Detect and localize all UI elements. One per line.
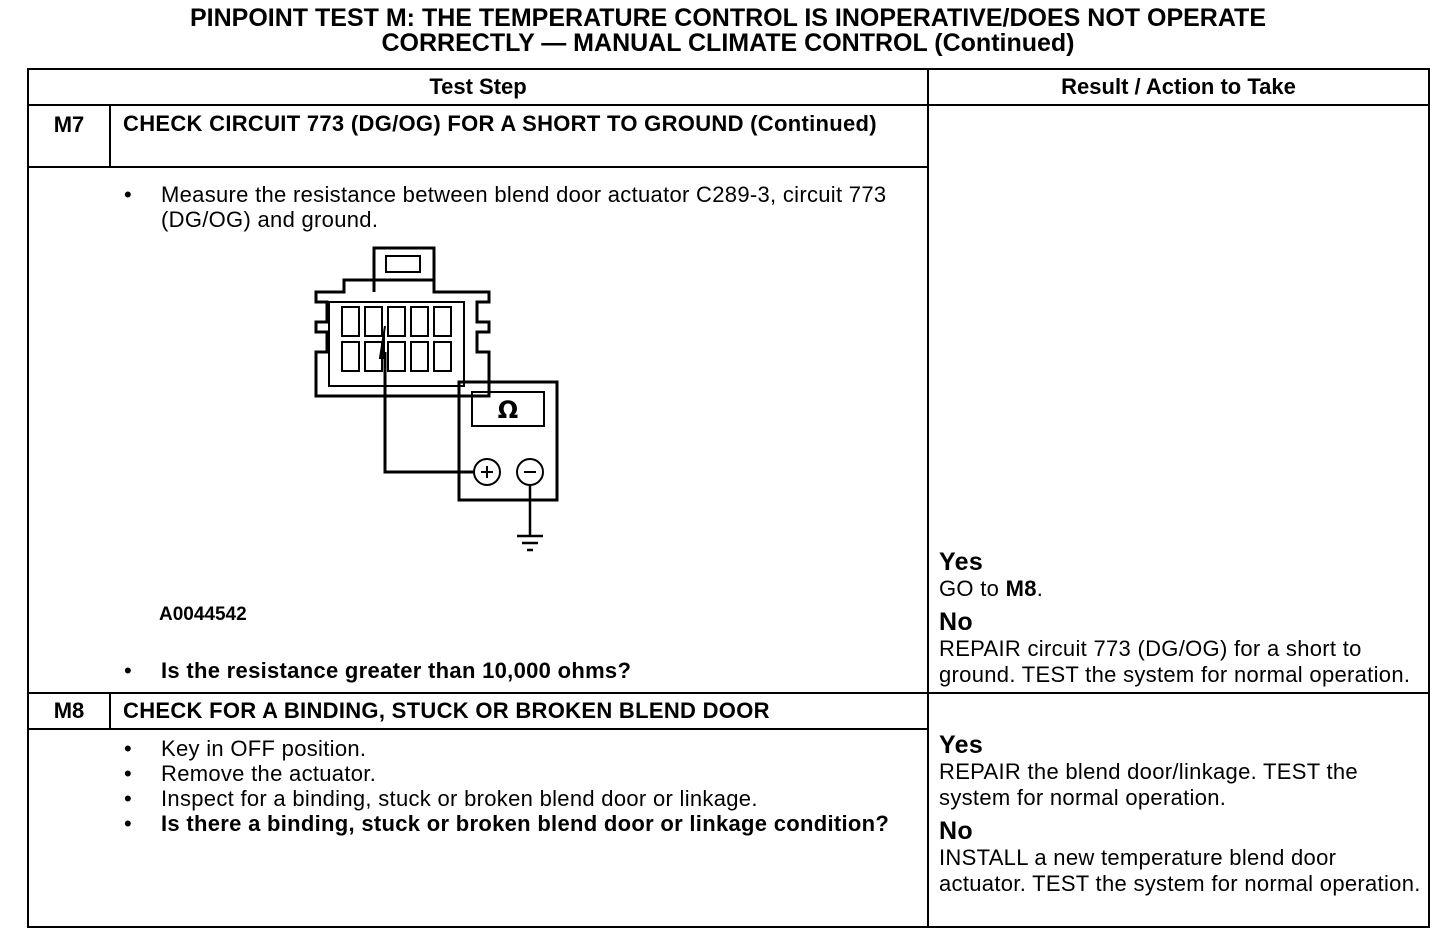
step-id-m8: M8 <box>27 692 111 730</box>
list-item: • Measure the resistance between blend do… <box>29 182 927 232</box>
title-line-1: PINPOINT TEST M: THE TEMPERATURE CONTROL… <box>190 4 1266 32</box>
yes-pre: GO to <box>939 576 1006 601</box>
list-item: • Remove the actuator. <box>29 761 927 786</box>
list-item: • Inspect for a binding, stuck or broken … <box>29 786 927 811</box>
result-no-text: REPAIR circuit 773 (DG/OG) for a short t… <box>939 636 1411 687</box>
step-text: Remove the actuator. <box>161 761 377 786</box>
step-list-m7: • Measure the resistance between blend do… <box>29 182 927 232</box>
connector-meter-figure: Ω A0044542 <box>29 232 629 642</box>
connector-body <box>314 278 491 398</box>
step-id-m7: M7 <box>27 104 111 168</box>
header-result-action: Result / Action to Take <box>927 68 1431 106</box>
step-body-m8: • Key in OFF position. • Remove the actuat… <box>26 728 930 928</box>
header-test-step: Test Step <box>26 68 930 106</box>
connector-shroud <box>328 301 465 387</box>
figure-id: A0044542 <box>159 604 247 625</box>
bullet: • <box>124 761 133 786</box>
list-item: • Key in OFF position. <box>29 736 927 761</box>
bullet: • <box>124 811 133 836</box>
result-yes-label: Yes <box>939 731 984 759</box>
plus-icon <box>481 466 493 478</box>
pin-cavities <box>341 306 452 372</box>
step-list-m8: • Key in OFF position. • Remove the actuat… <box>29 736 927 836</box>
result-no-label: No <box>939 608 973 636</box>
step-text: Measure the resistance between blend doo… <box>161 182 887 232</box>
result-yes-text: REPAIR the blend door/linkage. TEST the … <box>939 759 1358 810</box>
question-list-m7: • Is the resistance greater than 10,000 o… <box>29 658 927 683</box>
question-text: Is there a binding, stuck or broken blen… <box>161 811 890 836</box>
result-no-label: No <box>939 817 973 845</box>
ohm-symbol: Ω <box>498 396 518 424</box>
latch-window <box>385 255 421 273</box>
page-title: PINPOINT TEST M: THE TEMPERATURE CONTROL… <box>0 6 1456 56</box>
connector-latch <box>372 246 436 292</box>
connector-diagram: Ω <box>314 246 559 552</box>
result-yes-label: Yes <box>939 548 984 576</box>
bullet: • <box>124 736 133 761</box>
pinpoint-test-table: Test Step Result / Action to Take M7 CHE… <box>26 68 1431 928</box>
step-title-m8: CHECK FOR A BINDING, STUCK OR BROKEN BLE… <box>108 692 930 730</box>
result-m7: Yes GO to M8. No REPAIR circuit 773 (DG/… <box>939 549 1422 688</box>
yes-target-step: M8 <box>1005 576 1037 601</box>
result-no-text: INSTALL a new temperature blend door act… <box>939 845 1421 896</box>
probe-lead <box>383 352 485 474</box>
result-cell-m7: Yes GO to M8. No REPAIR circuit 773 (DG/… <box>927 104 1431 694</box>
bullet: • <box>124 786 133 811</box>
bullet: • <box>124 182 133 207</box>
step-text: Key in OFF position. <box>161 736 367 761</box>
result-yes-text: GO to M8. <box>939 576 1422 602</box>
list-item: • Is there a binding, stuck or broken ble… <box>29 811 927 836</box>
result-cell-m8: Yes REPAIR the blend door/linkage. TEST … <box>927 692 1431 928</box>
bullet: • <box>124 658 133 683</box>
result-m8: Yes REPAIR the blend door/linkage. TEST … <box>939 732 1422 897</box>
question-text: Is the resistance greater than 10,000 oh… <box>161 658 632 683</box>
step-text: Inspect for a binding, stuck or broken b… <box>161 786 758 811</box>
step-body-m7: • Measure the resistance between blend do… <box>26 166 930 694</box>
yes-post: . <box>1036 576 1044 601</box>
ground-icon <box>517 485 543 552</box>
meter-display <box>471 391 545 427</box>
step-title-m7: CHECK CIRCUIT 773 (DG/OG) FOR A SHORT TO… <box>108 104 930 168</box>
ohmmeter <box>457 380 559 502</box>
list-item: • Is the resistance greater than 10,000 o… <box>29 658 927 683</box>
title-line-2: CORRECTLY — MANUAL CLIMATE CONTROL (Cont… <box>381 29 1075 57</box>
